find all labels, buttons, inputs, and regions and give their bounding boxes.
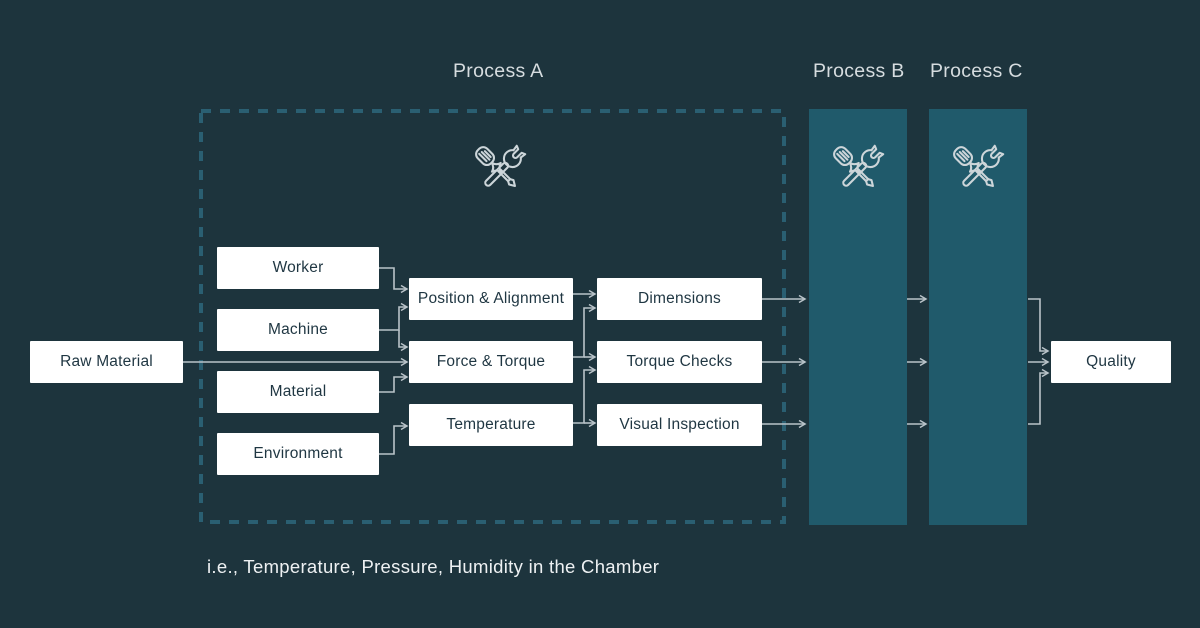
title-process-a: Process A (453, 60, 544, 82)
node-machine: Machine (217, 309, 379, 351)
node-worker: Worker (217, 247, 379, 289)
edge-temperature-torquechecks (573, 365, 597, 424)
edge-machine-force (398, 330, 409, 352)
node-raw-material: Raw Material (30, 341, 183, 383)
node-force-torque: Force & Torque (409, 341, 573, 383)
title-process-b: Process B (813, 60, 905, 82)
node-quality: Quality (1051, 341, 1171, 383)
node-position-alignment: Position & Alignment (409, 278, 573, 320)
edge-worker-position (379, 267, 409, 294)
node-material: Material (217, 371, 379, 413)
edge-material-force (379, 372, 409, 393)
title-process-c: Process C (930, 60, 1023, 82)
node-visual-inspection: Visual Inspection (597, 404, 762, 446)
tools-icon (953, 144, 1005, 187)
edge-environment-temperature (379, 421, 409, 455)
node-torque-checks: Torque Checks (597, 341, 762, 383)
note-text: i.e., Temperature, Pressure, Humidity in… (207, 556, 660, 577)
edge-force-dimensions (573, 303, 597, 358)
node-temperature: Temperature (409, 404, 573, 446)
node-environment: Environment (217, 433, 379, 475)
node-dimensions: Dimensions (597, 278, 762, 320)
edge-processc-quality-1 (1028, 298, 1050, 356)
process-a-dashed-border (199, 109, 786, 524)
process-b-column (809, 109, 907, 525)
tools-icon (833, 144, 885, 187)
process-c-column (929, 109, 1027, 525)
edge-machine-position (379, 302, 409, 331)
edge-processc-quality-3 (1028, 368, 1050, 425)
tools-icon (475, 144, 527, 187)
